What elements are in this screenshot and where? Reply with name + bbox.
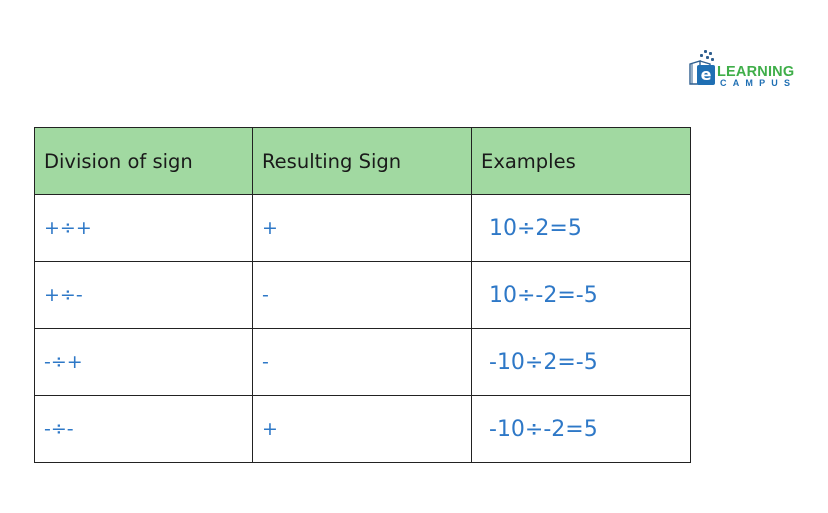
- result-cell: -: [252, 261, 472, 329]
- logo-e-badge: e: [697, 65, 715, 85]
- table-row: +÷- - 10÷-2=-5: [34, 261, 691, 329]
- header-division-of-sign: Division of sign: [34, 127, 253, 195]
- result-cell: -: [252, 328, 472, 396]
- division-cell: -÷-: [34, 395, 253, 463]
- logo-word-learning: LEARNING: [717, 64, 795, 80]
- division-cell: +÷+: [34, 194, 253, 262]
- example-cell: 10÷2=5: [471, 194, 691, 262]
- table-row: -÷- + -10÷-2=5: [34, 395, 691, 463]
- division-cell: +÷-: [34, 261, 253, 329]
- division-cell: -÷+: [34, 328, 253, 396]
- example-cell: -10÷-2=5: [471, 395, 691, 463]
- header-resulting-sign: Resulting Sign: [252, 127, 472, 195]
- table-row: -÷+ - -10÷2=-5: [34, 328, 691, 396]
- elearning-campus-logo: e LEARNING CAMPUS: [688, 48, 800, 92]
- result-cell: +: [252, 395, 472, 463]
- result-cell: +: [252, 194, 472, 262]
- table-row: +÷+ + 10÷2=5: [34, 194, 691, 262]
- header-examples: Examples: [471, 127, 691, 195]
- example-cell: 10÷-2=-5: [471, 261, 691, 329]
- division-signs-table: Division of sign Resulting Sign Examples…: [34, 127, 691, 463]
- logo-word-campus: CAMPUS: [720, 78, 797, 88]
- table-header-row: Division of sign Resulting Sign Examples: [34, 127, 691, 195]
- example-cell: -10÷2=-5: [471, 328, 691, 396]
